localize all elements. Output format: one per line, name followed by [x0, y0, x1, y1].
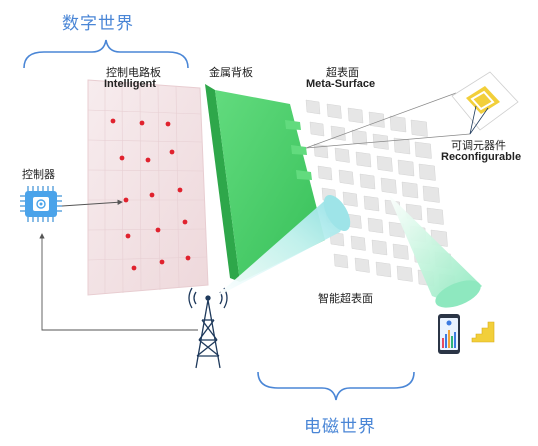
metasurface-tile	[359, 173, 376, 190]
metal-backplate	[205, 84, 325, 282]
control-circuit-board	[87, 79, 209, 296]
metasurface-tile	[350, 235, 366, 251]
metasurface-tile	[389, 115, 407, 133]
metasurface-tile	[367, 217, 384, 234]
metasurface-tile	[426, 207, 444, 225]
metasurface-tile	[376, 155, 393, 172]
metasurface-tile	[313, 143, 329, 159]
smart-surface-label: 智能超表面	[318, 292, 373, 305]
metasurface-label-en: Meta-Surface	[306, 78, 376, 90]
controller-label: 控制器	[22, 168, 55, 181]
metasurface-tile	[338, 169, 354, 185]
metasurface-tile	[347, 107, 364, 124]
reflected-beam	[388, 194, 482, 308]
metasurface-tile	[371, 239, 388, 256]
electromagnetic-world-title: 电磁世界	[304, 417, 376, 437]
board-dots	[110, 118, 191, 271]
metasurface-tile	[355, 151, 372, 168]
antenna-tower-icon	[188, 287, 228, 369]
control-board-label-cn: 控制电路板	[106, 66, 161, 79]
incident-beam	[214, 194, 351, 298]
reconfigurable-element-label-en: Reconfigurable	[441, 151, 522, 163]
metasurface-tile	[326, 103, 342, 119]
control-board-label-en: Intelligent	[104, 78, 156, 90]
metasurface-tile	[342, 191, 358, 207]
metasurface-tile	[418, 163, 436, 181]
metasurface-tile	[317, 165, 333, 181]
metasurface-tile	[401, 181, 419, 199]
metasurface-tile	[375, 261, 392, 278]
metasurface-label-cn: 超表面	[326, 66, 359, 79]
digital-world-title: 数字世界	[62, 14, 134, 34]
reconfigurable-element-callout	[305, 71, 519, 149]
board-grid	[87, 81, 208, 294]
metasurface-tile	[309, 121, 325, 137]
feedback-line	[39, 233, 198, 331]
metasurface-tile	[388, 221, 405, 238]
metasurface-tile	[329, 231, 345, 247]
reconfigurable-element-label-cn: 可调元器件	[451, 139, 506, 152]
metasurface-tile	[333, 253, 349, 269]
top-brace-icon	[23, 39, 189, 69]
metasurface-tile	[414, 141, 432, 159]
metasurface-tile	[334, 147, 350, 163]
smartphone-icon	[438, 314, 460, 354]
chip-icon	[20, 186, 62, 222]
metasurface-tile	[363, 195, 380, 212]
metasurface-tile	[305, 99, 321, 115]
metasurface-tile	[351, 129, 368, 146]
metasurface-tile	[392, 243, 409, 260]
metasurface-tile	[330, 125, 346, 141]
bottom-brace-icon	[257, 371, 415, 401]
metasurface-tile	[397, 159, 415, 177]
metasurface-tile	[396, 265, 413, 282]
metasurface-tile	[422, 185, 440, 203]
controller-to-board-arrow	[61, 199, 123, 207]
metasurface-tile	[354, 257, 370, 273]
metasurface-tile	[410, 119, 428, 137]
stair-icon	[471, 321, 495, 343]
metal-backplate-label: 金属背板	[209, 66, 253, 79]
metasurface-tile	[380, 177, 397, 194]
